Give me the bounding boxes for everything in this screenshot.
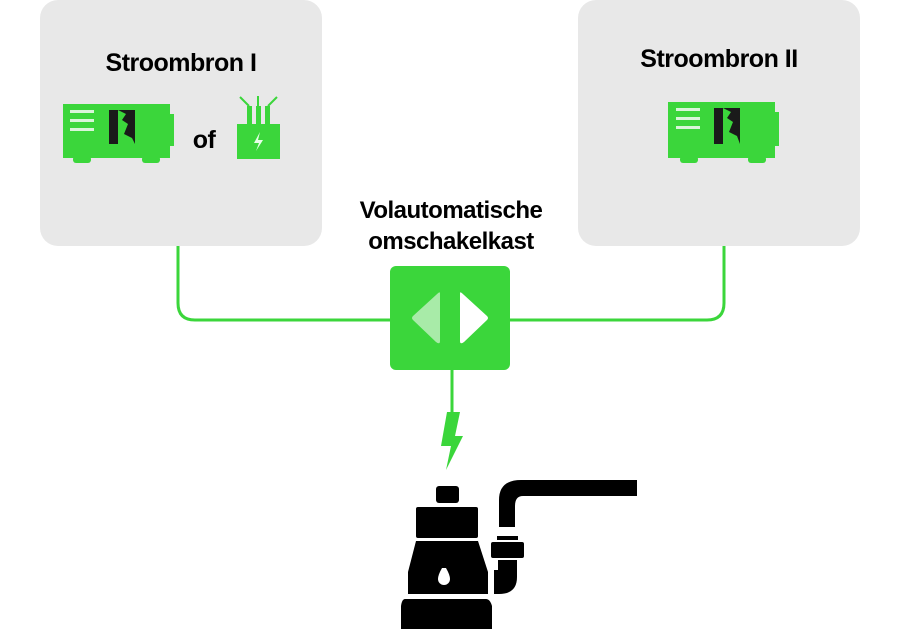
switch-box xyxy=(390,266,510,370)
transformer-icon xyxy=(237,96,280,159)
connection-line-right xyxy=(508,246,726,322)
switch-label-line2: omschakelkast xyxy=(368,228,534,255)
generator-icon xyxy=(668,102,779,163)
switch-label: Volautomatische omschakelkast xyxy=(320,195,582,257)
source-1-panel xyxy=(40,0,322,246)
switch-label-line1: Volautomatische xyxy=(359,197,543,224)
source-connector-text: of xyxy=(192,126,216,154)
source-2-title: Stroombron II xyxy=(640,45,798,73)
source-1-title: Stroombron I xyxy=(105,49,257,77)
generator-icon xyxy=(63,104,174,163)
pump-icon xyxy=(401,480,637,629)
switch-arrows-icon xyxy=(412,292,440,344)
connection-line-left xyxy=(176,246,392,322)
lightning-bolt-icon xyxy=(441,412,463,470)
